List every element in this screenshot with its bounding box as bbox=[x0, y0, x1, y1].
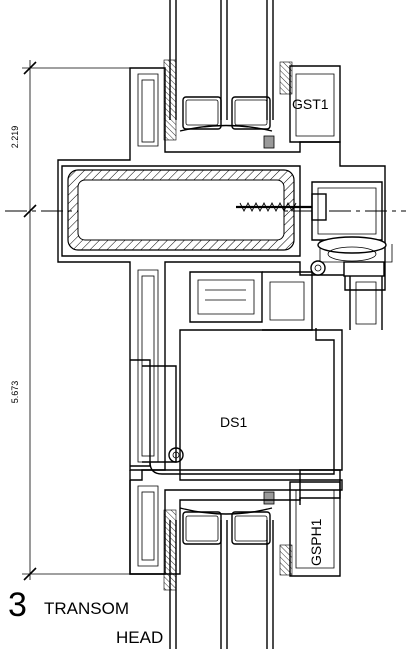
label-gst1: GST1 bbox=[292, 96, 329, 112]
title-number: 3 bbox=[8, 586, 27, 624]
dimension-upper: 2.219 bbox=[10, 126, 20, 149]
screw-fixing bbox=[236, 193, 327, 221]
dimension-lines bbox=[22, 60, 130, 581]
glazing-bottom bbox=[163, 507, 293, 649]
dimension-lower: 5.673 bbox=[10, 381, 20, 404]
label-ds1: DS1 bbox=[220, 414, 247, 430]
bracket-right bbox=[311, 181, 393, 330]
sash-profile-lower bbox=[129, 328, 343, 575]
gasket-top bbox=[289, 65, 341, 143]
title-line1: TRANSOM bbox=[44, 599, 129, 618]
glazing-top bbox=[163, 0, 293, 141]
gasket-bottom bbox=[289, 481, 341, 577]
steel-reinforcement bbox=[67, 169, 295, 251]
label-gsph1: GSPH1 bbox=[308, 518, 324, 566]
title-line2: HEAD bbox=[116, 628, 163, 647]
frame-profile-upper bbox=[57, 67, 386, 471]
